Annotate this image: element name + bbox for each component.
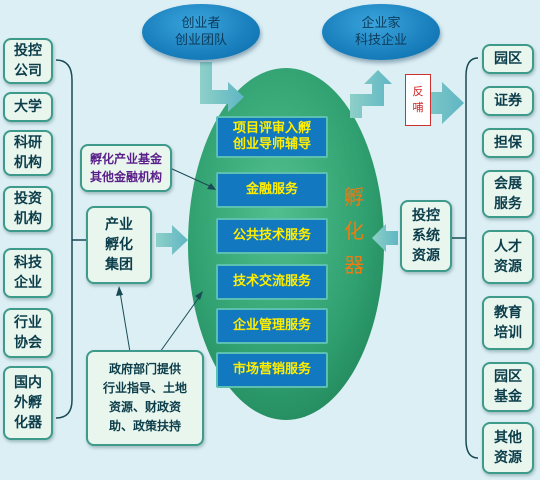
feedback-label: 反 哺 — [405, 74, 431, 126]
left-item-incubators: 国内 外孵 化器 — [3, 366, 53, 440]
service-management: 企业管理服务 — [216, 308, 328, 344]
gov-to-incubator-line — [159, 295, 201, 353]
group-to-incubator-arrow — [156, 225, 188, 255]
right-item-securities: 证券 — [482, 86, 534, 116]
entrepreneur-oval: 创业者 创业团队 — [142, 4, 260, 60]
fund-to-finance-line — [169, 167, 215, 189]
right-item-park-fund: 园区 基金 — [482, 362, 534, 412]
right-item-talent: 人才 资源 — [482, 230, 534, 284]
service-finance: 金融服务 — [216, 172, 328, 208]
industrial-group-box: 产业 孵化 集团 — [86, 206, 152, 284]
gov-to-group-arrowhead — [116, 286, 123, 296]
service-marketing: 市场营销服务 — [216, 352, 328, 388]
gov-to-incubator-arrowhead — [195, 291, 203, 300]
system-to-incubator-arrow — [372, 224, 398, 252]
fund-to-finance-arrowhead — [207, 183, 216, 190]
left-item-investment-holding: 投控 公司 — [3, 38, 53, 84]
enterprise-oval: 企业家 科技企业 — [322, 4, 440, 60]
incubator-label: 孵 化 器 — [344, 185, 364, 277]
system-resources-box: 投控 系统 资源 — [400, 200, 452, 272]
service-tech-exchange: 技术交流服务 — [216, 264, 328, 300]
incubator-to-enterprise-arrow — [350, 70, 392, 118]
government-box: 政府部门提供 行业指导、土地 资源、财政资 助、政策扶持 — [86, 350, 204, 446]
service-project-review: 项目评审入孵 创业导师辅导 — [216, 116, 328, 158]
right-bracket — [465, 57, 479, 459]
left-item-tech-enterprise: 科技 企业 — [3, 248, 53, 298]
fund-box: 孵化产业基金 其他金融机构 — [80, 144, 172, 192]
left-item-industry-association: 行业 协会 — [3, 308, 53, 358]
right-item-education: 教育 培训 — [482, 296, 534, 350]
right-item-park: 园区 — [482, 44, 534, 74]
entrepreneur-to-incubator-arrow — [200, 62, 244, 112]
right-item-exhibition: 会展 服务 — [482, 170, 534, 218]
service-public-tech: 公共技术服务 — [216, 218, 328, 254]
gov-to-group-line — [119, 291, 131, 353]
left-item-university: 大学 — [3, 92, 53, 122]
left-item-research-institute: 科研 机构 — [3, 130, 53, 176]
left-item-investment-institution: 投资 机构 — [3, 186, 53, 232]
right-item-other-resources: 其他 资源 — [482, 422, 534, 474]
left-bracket — [55, 59, 73, 419]
right-item-guarantee: 担保 — [482, 128, 534, 158]
